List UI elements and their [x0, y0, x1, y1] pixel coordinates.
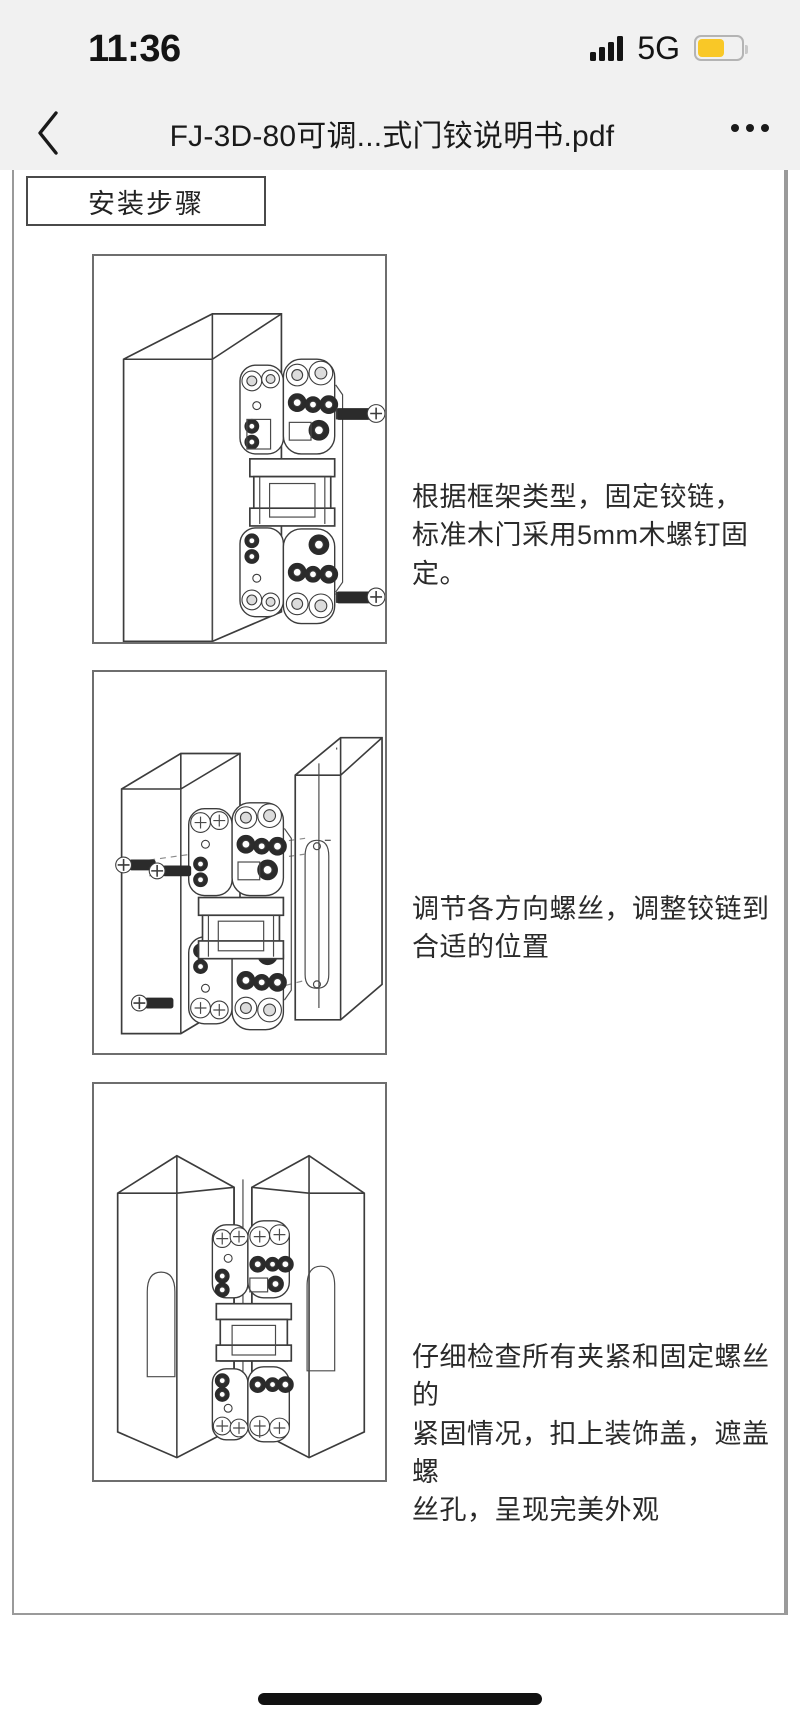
step-3-caption: 仔细检查所有夹紧和固定螺丝的 紧固情况，扣上装饰盖，遮盖螺 丝孔，呈现完美外观 [412, 1338, 772, 1530]
page-right-border [784, 170, 786, 1613]
caption-line: 标准木门采用5mm木螺钉固定。 [412, 520, 749, 589]
caption-line: 丝孔，呈现完美外观 [412, 1495, 660, 1526]
more-dot [746, 124, 754, 132]
home-indicator-bar[interactable] [258, 1693, 542, 1705]
document-title: FJ-3D-80可调...式门铰说明书.pdf [169, 120, 615, 153]
pdf-viewer-scroll-area[interactable]: 安装步骤 [0, 170, 800, 1641]
caption-line: 调节各方向螺丝，调整铰链到 [412, 894, 770, 924]
navigation-bar: FJ-3D-80可调...式门铰说明书.pdf [0, 96, 800, 170]
battery-fill [698, 39, 725, 57]
caption-line: 紧固情况，扣上装饰盖，遮盖螺 [412, 1418, 770, 1487]
signal-bars-icon [590, 35, 624, 61]
step-1-caption: 根据框架类型，固定铰链， 标准木门采用5mm木螺钉固定。 [412, 478, 772, 593]
hinge-adjustment-diagram [92, 670, 387, 1055]
network-type-label: 5G [637, 30, 680, 66]
back-button[interactable] [0, 96, 96, 170]
chevron-left-icon [38, 111, 58, 155]
caption-line: 合适的位置 [412, 932, 550, 963]
installation-step-2: 调节各方向螺丝，调整铰链到 合适的位置 [14, 670, 790, 1055]
status-bar: 11:36 5G [0, 0, 800, 96]
pdf-page: 安装步骤 [12, 170, 788, 1615]
more-options-button[interactable] [700, 96, 800, 170]
status-indicators: 5G [590, 30, 748, 66]
step-2-caption: 调节各方向螺丝，调整铰链到 合适的位置 [412, 890, 772, 967]
section-title-box: 安装步骤 [26, 176, 266, 226]
more-dot [761, 124, 769, 132]
hinge-cover-cap-diagram [92, 1082, 387, 1482]
more-dot [731, 124, 739, 132]
hinge-frame-mounting-diagram [92, 254, 387, 644]
installation-step-1: 根据框架类型，固定铰链， 标准木门采用5mm木螺钉固定。 [14, 254, 790, 644]
caption-line: 根据框架类型，固定铰链， [412, 482, 742, 512]
installation-step-3: 仔细检查所有夹紧和固定螺丝的 紧固情况，扣上装饰盖，遮盖螺 丝孔，呈现完美外观 [14, 1082, 790, 1525]
battery-low-power-icon [694, 35, 748, 61]
section-title-label: 安装步骤 [88, 188, 204, 219]
caption-line: 仔细检查所有夹紧和固定螺丝的 [412, 1342, 770, 1411]
status-time: 11:36 [88, 28, 181, 70]
